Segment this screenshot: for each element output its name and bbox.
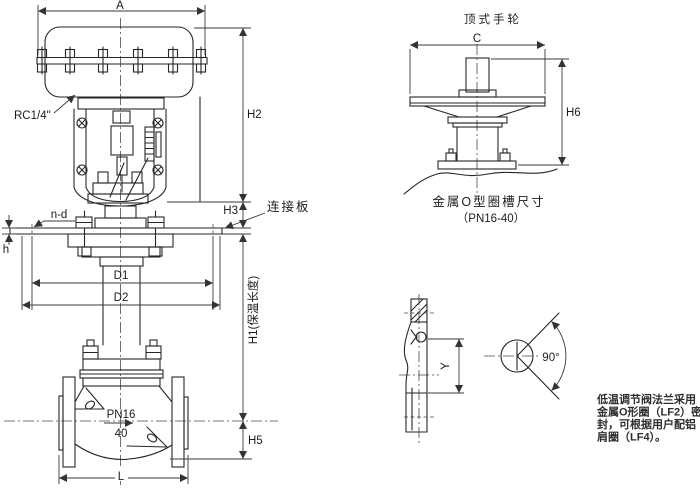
valve-body — [58, 339, 189, 468]
oring-cross-section — [500, 339, 534, 373]
dim-h3: H3 — [222, 202, 251, 235]
note-line-1: 低温调节阀法兰采用 — [596, 392, 696, 406]
handwheel-view: 顶式手轮 C H6 — [403, 12, 581, 225]
nd-callout: n-d — [33, 209, 75, 228]
angle-arc — [551, 321, 567, 391]
note-line-3: 封，可根据用户配铝 — [597, 417, 696, 431]
rc-port-label: RC1/4" — [14, 110, 51, 122]
dim-h6: H6 — [491, 58, 581, 166]
plate-label: 连接板 — [267, 199, 311, 214]
stem-assembly — [110, 110, 134, 193]
dim-h2: H2 — [167, 27, 262, 203]
diaphragm-bolts — [36, 46, 207, 75]
plate-callout: 连接板 — [224, 199, 311, 229]
handwheel-drawing — [403, 57, 558, 195]
dim-label-d1: D1 — [114, 270, 129, 282]
centerlines — [4, 18, 278, 486]
dim-d1: D1 — [31, 236, 214, 310]
oring-caption-line1: 金属O型圈槽尺寸 — [432, 194, 545, 209]
bonnet-bolt — [145, 339, 162, 360]
nd-label: n-d — [51, 209, 68, 221]
dim-label-l: L — [118, 471, 125, 483]
dn-size-label: 40 — [115, 428, 128, 440]
dim-l: L — [58, 455, 189, 484]
yoke-screw — [76, 117, 88, 129]
dim-label-h5: H5 — [248, 435, 263, 447]
mount-bolt — [499, 148, 511, 162]
break-line — [403, 168, 558, 195]
dim-a: A — [37, 0, 206, 55]
oring-angle-detail: 90° — [484, 312, 567, 400]
yoke-screw — [76, 164, 88, 176]
angle-label: 90° — [542, 352, 559, 364]
pn-rating-label: PN16 — [107, 409, 136, 421]
yoke-screw — [152, 164, 164, 176]
connection-plate — [9, 224, 223, 238]
dim-y: Y — [428, 338, 464, 394]
flow-rating: PN16 40 — [104, 409, 135, 440]
label-backing — [115, 468, 128, 481]
yoke-screw — [152, 117, 164, 129]
plate-nut — [147, 210, 165, 229]
dim-label-a: A — [116, 0, 124, 12]
dim-h1: H1(保温长度) — [238, 234, 260, 421]
flange-profile — [403, 298, 428, 433]
dim-label-d2: D2 — [114, 292, 129, 304]
flange-section-view: Y — [399, 294, 464, 446]
dim-c: C — [409, 33, 546, 94]
rc-port-callout: RC1/4" — [14, 94, 76, 122]
plate-nut — [75, 210, 93, 229]
handwheel-title: 顶式手轮 — [464, 12, 522, 26]
dim-label-h2: H2 — [247, 109, 262, 121]
dim-d2: D2 — [21, 236, 221, 310]
dim-label-c: C — [473, 33, 481, 45]
bonnet-bolt — [82, 339, 99, 360]
dim-label-y: Y — [440, 362, 452, 370]
dim-h5: H5 — [170, 421, 263, 460]
note-line-2: 金属O形圈（LF2）密 — [596, 405, 700, 419]
yoke — [73, 96, 201, 207]
dim-label-h1: H1(保温长度) — [246, 276, 260, 345]
dim-label-h3: H3 — [223, 205, 238, 217]
dim-h-plate: h — [2, 215, 16, 256]
dim-label-h: h — [3, 244, 9, 256]
actuator-case — [36, 26, 208, 98]
packing-bonnet — [75, 171, 165, 229]
note-line-4: 肩圈（LF4）。 — [597, 430, 666, 444]
travel-indicator — [109, 126, 162, 201]
mount-bolt — [445, 148, 457, 162]
note-text: 低温调节阀法兰采用 金属O形圈（LF2）密 封，可根据用户配铝 肩圈（LF4）。 — [596, 392, 700, 444]
oring-section — [415, 331, 427, 343]
oring-caption-line2: （PN16-40） — [457, 212, 525, 225]
dim-label-h6: H6 — [566, 107, 581, 119]
main-view: PN16 40 A RC1/4" H2 H3 — [2, 0, 311, 486]
